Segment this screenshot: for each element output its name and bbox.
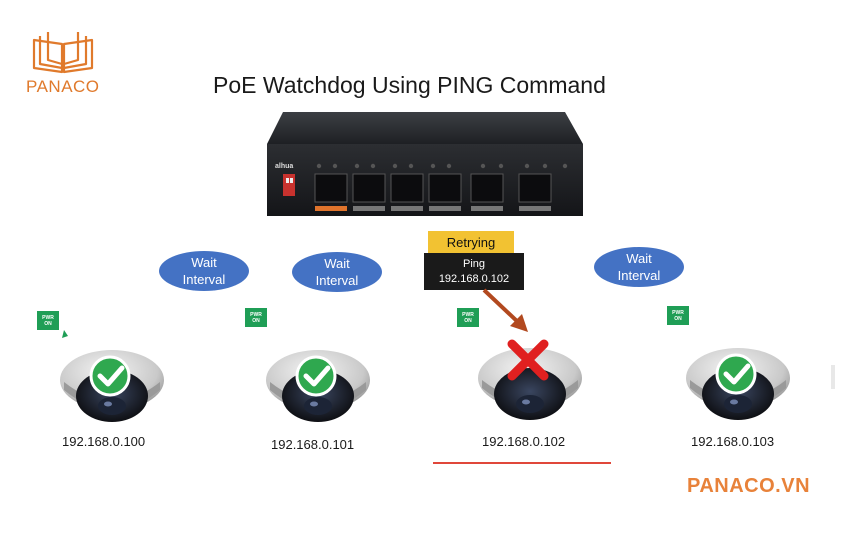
book-logo-icon <box>32 32 94 74</box>
camera-ip: 192.168.0.103 <box>691 434 775 449</box>
ping-arrow-icon <box>482 288 528 332</box>
diagram-title: PoE Watchdog Using PING Command <box>213 72 606 98</box>
retrying-label: Retrying <box>428 231 514 253</box>
camera-ip: 192.168.0.100 <box>62 434 146 449</box>
ping-command-box: Ping 192.168.0.102 <box>424 253 524 290</box>
dome-camera-icon <box>50 330 170 435</box>
edge-divider <box>831 365 835 389</box>
dome-camera-icon <box>676 318 796 433</box>
camera-ip: 192.168.0.101 <box>271 437 355 452</box>
poe-switch-icon: alhua <box>267 112 583 216</box>
dome-camera-icon <box>256 320 376 435</box>
fail-x-icon <box>507 339 549 381</box>
ping-label: Ping <box>462 257 486 270</box>
logo-text: PANACO <box>26 77 100 96</box>
ping-ip: 192.168.0.102 <box>438 272 510 285</box>
brand-footer: PANACO.VN <box>687 475 811 497</box>
camera-ip: 192.168.0.102 <box>482 434 566 449</box>
svg-text:alhua: alhua <box>275 163 293 170</box>
failed-camera-underline <box>433 462 611 464</box>
